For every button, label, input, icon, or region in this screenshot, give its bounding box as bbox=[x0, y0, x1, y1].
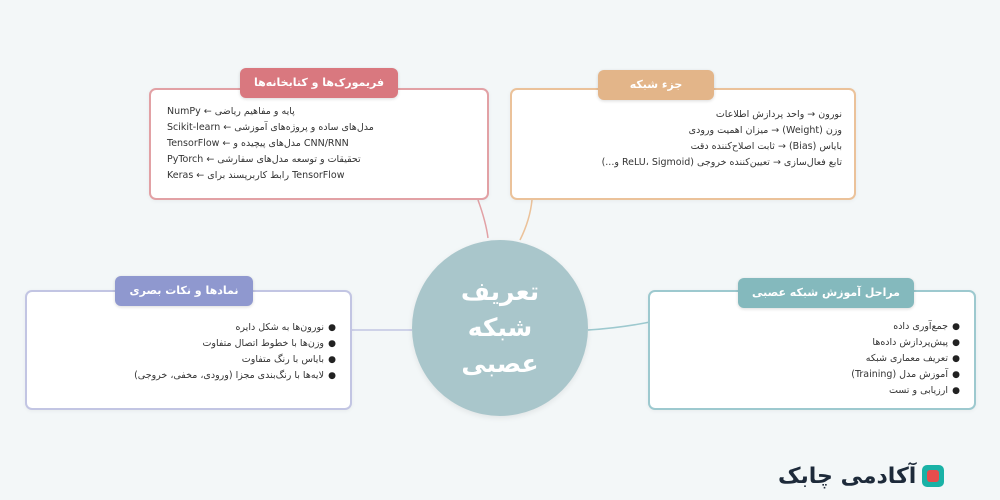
list-item-text: لایه‌ها با رنگ‌بندی مجزا (ورودی، مخفی، خ… bbox=[134, 370, 324, 381]
bullet-icon: ● bbox=[952, 354, 960, 364]
list-item-text: جمع‌آوری داده bbox=[893, 321, 948, 332]
list-item-text: پیش‌پردازش داده‌ها bbox=[872, 337, 948, 348]
list-item: ● وزن‌ها با خطوط اتصال متفاوت bbox=[134, 336, 336, 352]
list-item: ● نورون‌ها به شکل دایره bbox=[134, 320, 336, 336]
symbols-box: ● نورون‌ها به شکل دایره ● وزن‌ها با خطوط ا… bbox=[25, 290, 352, 410]
list-item: Scikit-learn ← مدل‌های ساده و پروژه‌های … bbox=[167, 122, 374, 133]
list-item: نورون → واحد پردازش اطلاعات bbox=[715, 109, 842, 120]
list-item: ● لایه‌ها با رنگ‌بندی مجزا (ورودی، مخفی، … bbox=[134, 368, 336, 384]
bullet-icon: ● bbox=[952, 338, 960, 348]
list-item: ● پیش‌پردازش داده‌ها bbox=[851, 335, 960, 351]
list-item: ● بایاس با رنگ متفاوت bbox=[134, 352, 336, 368]
central-node: تعریف شبکه عصبی bbox=[412, 240, 588, 416]
list-item-text: تعریف معماری شبکه bbox=[865, 353, 948, 364]
connector-parts bbox=[519, 199, 533, 241]
brand-mark-icon bbox=[922, 465, 945, 487]
training-label: مراحل آموزش شبکه عصبی bbox=[738, 278, 914, 308]
list-item-text: وزن‌ها با خطوط اتصال متفاوت bbox=[202, 338, 324, 349]
frameworks-list: NumPy ← پایه و مفاهیم ریاضی Scikit-learn… bbox=[167, 104, 374, 184]
list-item: ● جمع‌آوری داده bbox=[851, 319, 960, 335]
list-item: TensorFlow ← مدل‌های پیچیده و CNN/RNN bbox=[167, 138, 349, 149]
bullet-icon: ● bbox=[328, 323, 336, 333]
list-item: NumPy ← پایه و مفاهیم ریاضی bbox=[167, 106, 295, 117]
central-title: تعریف شبکه عصبی bbox=[460, 276, 540, 379]
training-box: ● جمع‌آوری داده ● پیش‌پردازش داده‌ها ● تعری… bbox=[648, 290, 976, 410]
list-item: ● تعریف معماری شبکه bbox=[851, 351, 960, 367]
parts-box: نورون → واحد پردازش اطلاعات وزن (Weight)… bbox=[510, 88, 856, 200]
list-item-text: بایاس با رنگ متفاوت bbox=[241, 354, 324, 365]
parts-label: جزء شبکه bbox=[598, 70, 714, 100]
list-item: بایاس (Bias) → ثابت اصلاح‌کننده دقت bbox=[690, 141, 842, 152]
list-item-text: ارزیابی و تست bbox=[889, 385, 948, 396]
list-item: Keras ← رابط کاربرپسند برای TensorFlow bbox=[167, 170, 345, 181]
list-item: تابع فعال‌سازی → تعیین‌کننده خروجی (ReLU… bbox=[601, 157, 842, 168]
symbols-list: ● نورون‌ها به شکل دایره ● وزن‌ها با خطوط ا… bbox=[134, 320, 336, 384]
list-item-text: آموزش مدل (Training) bbox=[851, 369, 948, 380]
training-list: ● جمع‌آوری داده ● پیش‌پردازش داده‌ها ● تعری… bbox=[851, 319, 960, 399]
connector-training bbox=[587, 321, 651, 331]
bullet-icon: ● bbox=[328, 371, 336, 381]
frameworks-label: فریمورک‌ها و کتابخانه‌ها bbox=[240, 68, 398, 98]
list-item: وزن (Weight) → میزان اهمیت ورودی bbox=[688, 125, 842, 136]
list-item: PyTorch ← تحقیقات و توسعه مدل‌های سفارشی bbox=[167, 154, 361, 165]
bullet-icon: ● bbox=[328, 355, 336, 365]
bullet-icon: ● bbox=[328, 339, 336, 349]
brand-logo-text: آکادمی چابک bbox=[778, 463, 917, 489]
parts-list: نورون → واحد پردازش اطلاعات وزن (Weight)… bbox=[602, 107, 842, 171]
bullet-icon: ● bbox=[952, 370, 960, 380]
bullet-icon: ● bbox=[952, 322, 960, 332]
list-item-text: نورون‌ها به شکل دایره bbox=[235, 322, 324, 333]
list-item: ● ارزیابی و تست bbox=[851, 383, 960, 399]
list-item: ● آموزش مدل (Training) bbox=[851, 367, 960, 383]
frameworks-box: NumPy ← پایه و مفاهیم ریاضی Scikit-learn… bbox=[149, 88, 489, 200]
bullet-icon: ● bbox=[952, 386, 960, 396]
brand-logo: آکادمی چابک bbox=[778, 458, 945, 494]
connector-frameworks bbox=[477, 199, 489, 239]
symbols-label: نمادها و نکات بصری bbox=[115, 276, 253, 306]
